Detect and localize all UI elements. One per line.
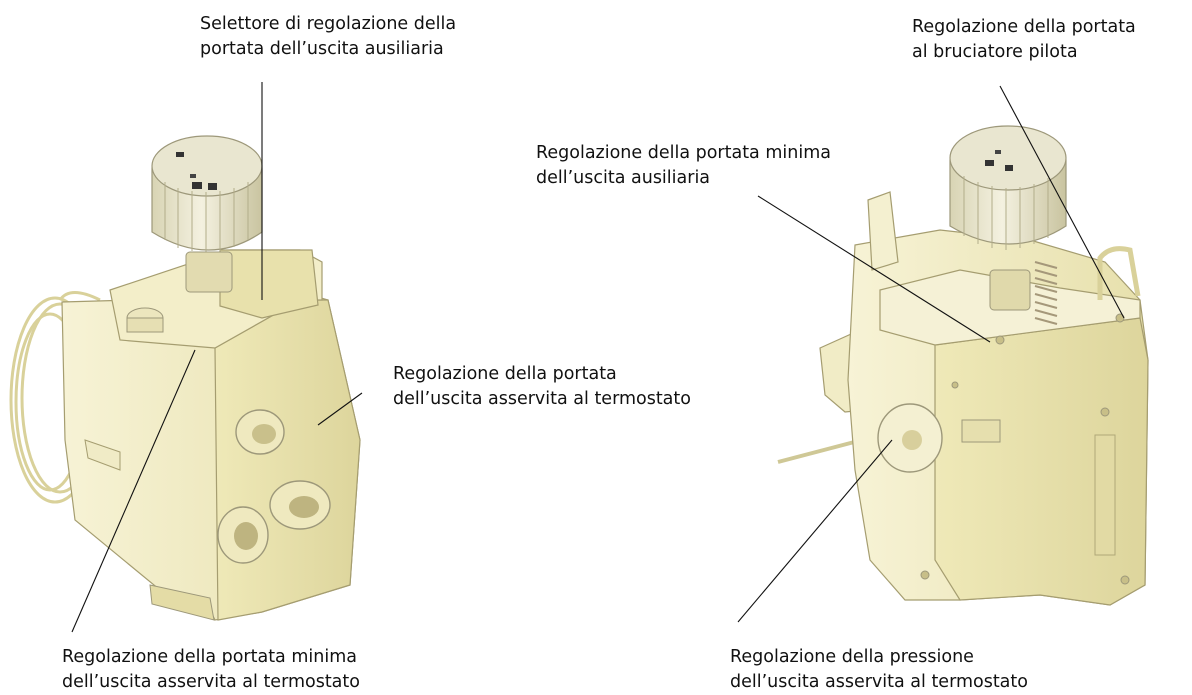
callout-line: Regolazione della pressione [730,647,974,667]
leader-thermostat-min-flow [71,349,196,633]
probe-tube [777,438,863,464]
callout-line: dell’uscita asservita al termostato [393,389,691,409]
right-valve [777,125,1149,606]
callout-pilot-flow: Regolazione della portata al bruciatore … [912,15,1136,65]
leader-thermostat-pressure [737,439,893,623]
callout-aux-selector: Selettore di regolazione della portata d… [200,12,456,62]
leader-thermostat-flow [317,392,363,426]
spring [1034,261,1058,325]
callout-line: portata dell’uscita ausiliaria [200,39,444,59]
callout-line: Regolazione della portata [393,364,617,384]
left-knob [151,135,263,253]
right-knob [949,125,1067,250]
callout-line: dell’uscita asservita al termostato [730,672,1028,692]
left-valve [9,135,361,621]
callout-line: Selettore di regolazione della [200,14,457,34]
callout-line: Regolazione della portata minima [62,647,357,667]
callout-aux-min-flow: Regolazione della portata minima dell’us… [536,141,831,191]
callout-line: Regolazione della portata [912,17,1136,37]
leader-aux-min-flow [757,195,991,343]
callout-line: dell’uscita ausiliaria [536,168,711,188]
callout-line: al bruciatore pilota [912,42,1078,62]
callout-line: Regolazione della portata minima [536,143,831,163]
callout-thermostat-pressure: Regolazione della pressione dell’uscita … [730,645,1028,695]
leader-pilot-flow [999,85,1125,319]
callout-line: dell’uscita asservita al termostato [62,672,360,692]
callout-thermostat-flow: Regolazione della portata dell’uscita as… [393,362,691,412]
leader-lines [71,82,1125,633]
callout-thermostat-min-flow: Regolazione della portata minima dell’us… [62,645,360,695]
